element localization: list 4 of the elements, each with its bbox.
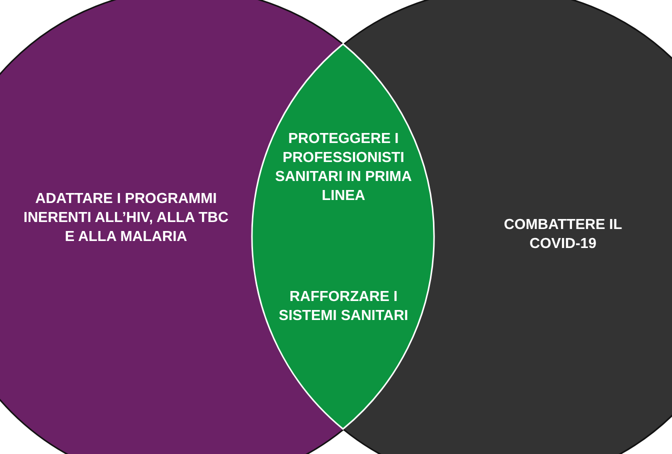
- region-label: PROTEGGERE I PROFESSIONISTI SANITARI IN PRIMA LINEA: [274, 130, 413, 206]
- region-label: RAFFORZARE I SISTEMI SANITARI: [278, 288, 410, 326]
- region-label: ADATTARE I PROGRAMMI INERENTI ALL’HIV, ALLA TBC E ALLA MALARIA: [22, 190, 230, 247]
- region-label: COMBATTERE IL COVID-19: [502, 216, 624, 254]
